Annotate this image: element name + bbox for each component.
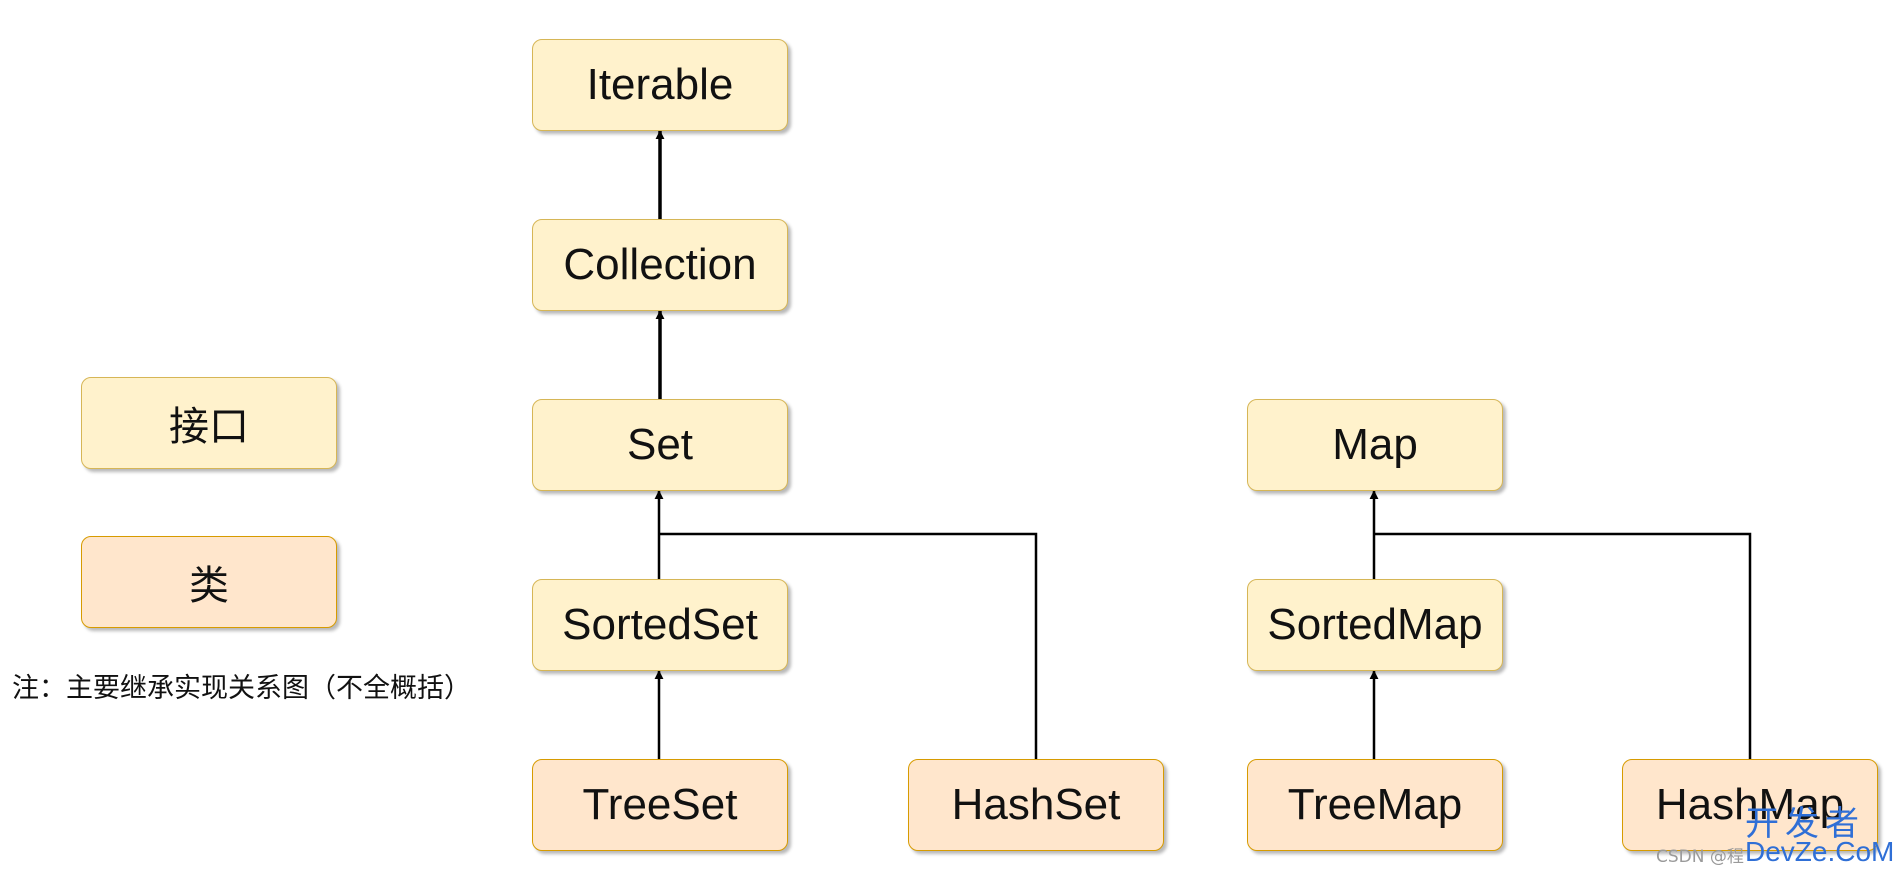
legend-note: 注：主要继承实现关系图（不全概括） — [12, 673, 471, 704]
edge-hashset-set — [659, 532, 1038, 759]
node-treemap: TreeMap — [1247, 759, 1503, 851]
node-set-label: Set — [626, 420, 694, 469]
node-sortedmap-label: SortedMap — [1267, 600, 1483, 649]
node-collection: Collection — [532, 219, 788, 311]
node-hashset: HashSet — [908, 759, 1164, 851]
node-treemap-label: TreeMap — [1287, 780, 1463, 829]
node-collection-label: Collection — [563, 240, 757, 289]
node-iterable: Iterable — [532, 39, 788, 131]
node-sortedmap: SortedMap — [1247, 579, 1503, 671]
node-hashmap: HashMap — [1622, 759, 1878, 851]
edge-hashmap-map — [1374, 532, 1752, 759]
csdn-watermark: CSDN @程 — [1656, 847, 1744, 867]
node-hashmap-label: HashMap — [1655, 780, 1845, 829]
site-watermark-domain: DevZe.CoM — [1745, 836, 1895, 867]
node-sortedset: SortedSet — [532, 579, 788, 671]
site-watermark-cn: 开发者 — [1745, 804, 1865, 844]
node-treeset: TreeSet — [532, 759, 788, 851]
node-map-label: Map — [1332, 420, 1418, 469]
node-sortedset-label: SortedSet — [562, 600, 758, 649]
legend-class: 类 — [81, 536, 337, 628]
legend-interface-label: 接口 — [169, 404, 249, 450]
legend-class-label: 类 — [189, 563, 229, 609]
node-treeset-label: TreeSet — [582, 780, 738, 829]
legend-interface: 接口 — [81, 377, 337, 469]
node-set: Set — [532, 399, 788, 491]
node-hashset-label: HashSet — [951, 780, 1121, 829]
node-iterable-label: Iterable — [586, 60, 734, 109]
node-map: Map — [1247, 399, 1503, 491]
